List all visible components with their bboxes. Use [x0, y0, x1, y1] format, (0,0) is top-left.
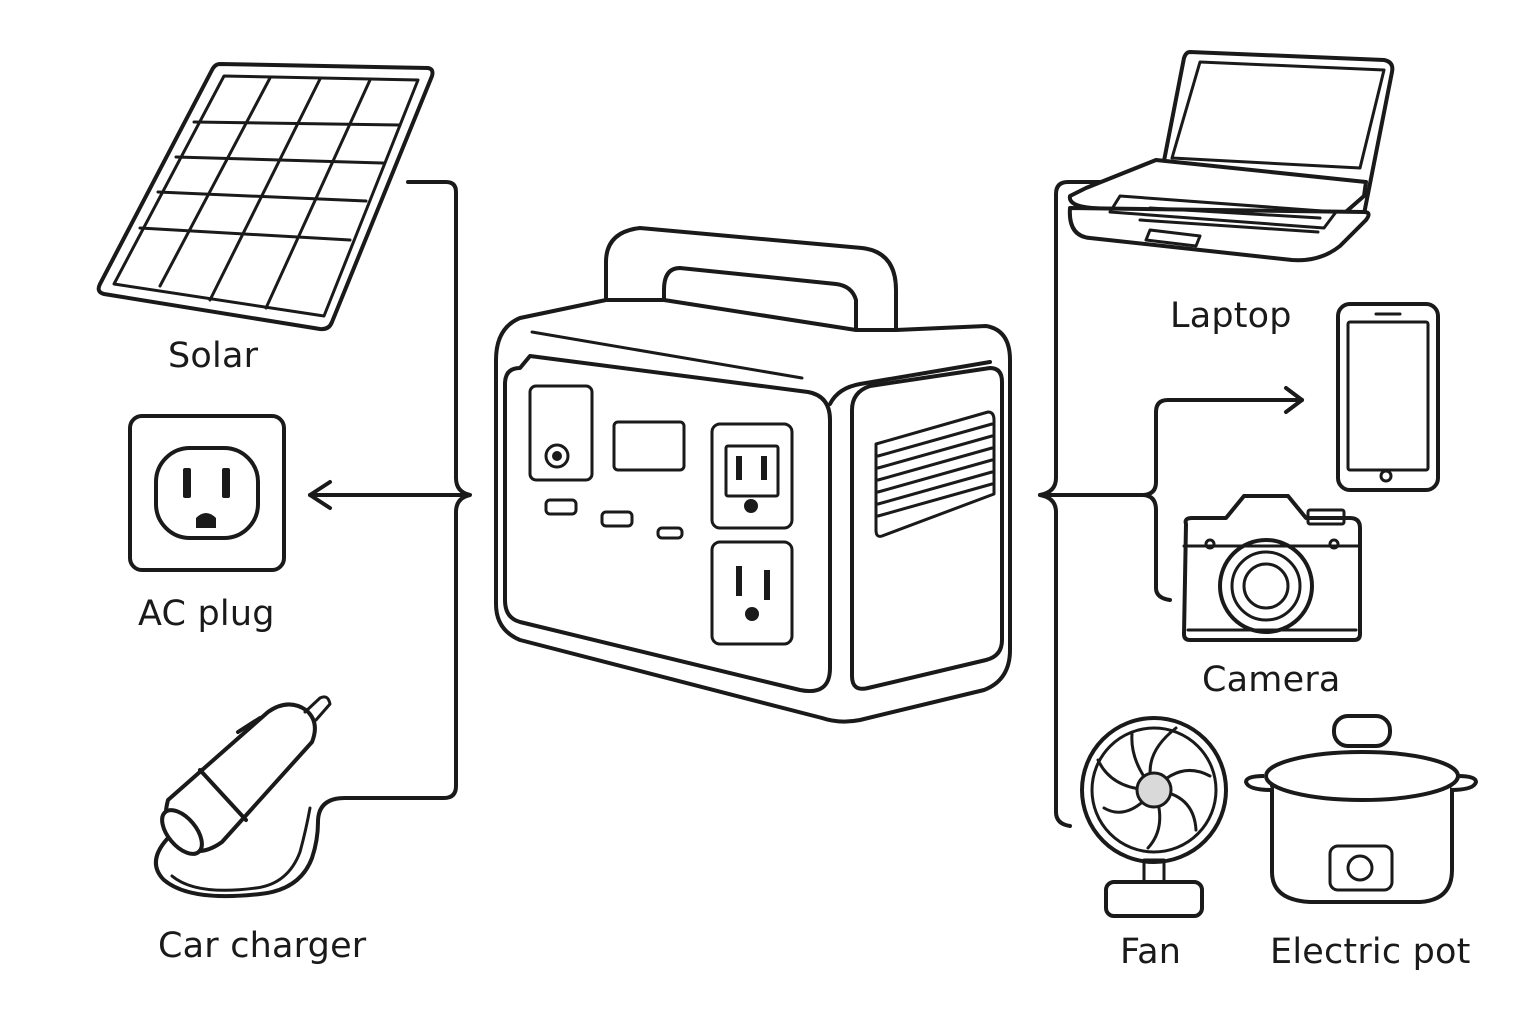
- ac-plug-label: AC plug: [138, 594, 275, 634]
- arrow-head-icon: [1284, 386, 1304, 414]
- input-connector: [308, 180, 472, 824]
- smartphone-icon: [1336, 302, 1440, 492]
- laptop-label: Laptop: [1170, 296, 1292, 336]
- camera-icon: [1182, 494, 1362, 642]
- output-connector: [1038, 180, 1304, 828]
- electric-pot-icon: [1244, 714, 1478, 904]
- solar-label: Solar: [168, 336, 259, 376]
- camera-label: Camera: [1202, 660, 1341, 700]
- fan-icon: [1080, 716, 1228, 918]
- ac-outlet-icon: [128, 414, 286, 572]
- power-station-icon: [494, 226, 1012, 724]
- fan-label: Fan: [1120, 932, 1182, 972]
- laptop-icon: [1067, 50, 1395, 263]
- fan-hub: [1135, 771, 1173, 809]
- electric-pot-label: Electric pot: [1270, 932, 1471, 972]
- arrow-head-icon: [308, 480, 332, 510]
- car-charger-icon: [154, 695, 332, 899]
- solar-panel-icon: [96, 62, 435, 332]
- car-charger-label: Car charger: [158, 926, 367, 966]
